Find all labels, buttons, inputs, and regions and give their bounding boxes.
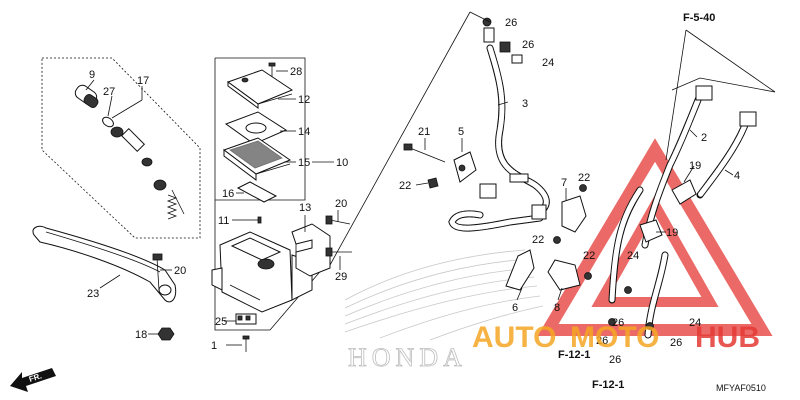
diaphragm-plate <box>224 111 288 145</box>
callout-5: 5 <box>458 126 464 138</box>
lever-pivot-bolt <box>152 253 163 291</box>
callout-24-right: 24 <box>689 317 701 329</box>
callout-26-second: 26 <box>522 39 534 51</box>
bolts-small <box>553 184 654 330</box>
watermark-word-moto: MOTO <box>570 321 659 354</box>
callout-26-bottom: 26 <box>609 354 621 366</box>
callout-22-upper: 22 <box>578 172 590 184</box>
callout-14: 14 <box>298 126 310 138</box>
callout-28: 28 <box>290 66 302 78</box>
callout-13: 13 <box>299 202 311 214</box>
callout-11: 11 <box>218 215 229 227</box>
brake-hose-4 <box>696 111 757 199</box>
callout-23: 20 <box>174 265 186 277</box>
reservoir-cap <box>226 69 294 109</box>
ref-f-5-40[interactable]: F-5-40 <box>683 12 715 24</box>
lever-pivot-nut <box>157 327 175 341</box>
brackets-6-8 <box>505 249 581 291</box>
callout-26-top: 26 <box>505 17 517 29</box>
watermark-text: AUTO MOTO HUB <box>472 321 760 354</box>
honda-wing-emblem <box>344 249 544 341</box>
watermark-word-hub: HUB <box>695 321 760 354</box>
ref-f-12-1-lower[interactable]: F-12-1 <box>592 379 624 391</box>
switch-screw <box>242 335 250 352</box>
holder-clamp <box>291 223 331 277</box>
callout-10: 10 <box>336 157 348 169</box>
brake-hose-2 <box>641 85 713 249</box>
hose-clamp-5 <box>453 151 477 183</box>
leader-lines <box>85 70 734 346</box>
small-screw <box>243 216 262 224</box>
callout-25: 18 <box>135 329 147 341</box>
callout-26-lower-left: 26 <box>596 335 608 347</box>
holder-bolts <box>325 215 352 257</box>
callout-24-middle: 24 <box>627 250 639 262</box>
callout-22-lower: 22 <box>583 250 595 262</box>
callout-8: 8 <box>554 302 560 314</box>
callout-9: 9 <box>89 69 95 81</box>
long-bolt-21 <box>403 143 446 163</box>
callout-22-middle: 22 <box>532 234 544 246</box>
callouts: 9 27 17 28 12 14 15 10 16 11 13 20 20 23… <box>87 17 740 366</box>
brake-hose-upper <box>448 44 550 232</box>
callout-22-left: 22 <box>399 180 411 192</box>
fr-label: FR. <box>28 371 43 384</box>
lower-hose-left <box>608 186 644 304</box>
callout-24-top: 24 <box>542 57 554 69</box>
callout-19-lower: 19 <box>666 227 678 239</box>
callout-12: 12 <box>298 94 310 106</box>
bolt-22a <box>427 177 439 189</box>
diaphragm <box>222 137 292 181</box>
seal-kit-frame <box>41 57 201 239</box>
callout-6: 6 <box>512 302 518 314</box>
callout-17: 17 <box>137 75 149 87</box>
callout-3: 3 <box>522 98 528 110</box>
callout-27: 27 <box>103 86 115 98</box>
callout-20-lower: 29 <box>335 271 347 283</box>
callout-26-lower-right: 26 <box>670 337 682 349</box>
diagram-code: MFYAF0510 <box>716 383 766 393</box>
float-plate <box>236 181 278 203</box>
piston-assembly <box>110 126 167 191</box>
callout-7: 7 <box>561 177 567 189</box>
callout-4: 4 <box>734 170 740 182</box>
hose-fittings-top <box>482 17 523 64</box>
honda-wordmark: HONDA <box>348 343 467 372</box>
piston-boot <box>74 84 99 108</box>
callout-29: 1 <box>211 340 217 352</box>
callout-19-upper: 19 <box>689 160 701 172</box>
brake-lever <box>32 225 177 303</box>
callout-21: 21 <box>418 126 430 138</box>
hose-clamps-19 <box>639 179 697 243</box>
watermark-word-auto: AUTO <box>472 321 556 354</box>
snap-ring <box>102 116 114 128</box>
callout-20-upper: 20 <box>335 198 347 210</box>
ref-lines <box>329 11 776 266</box>
front-direction-arrow: FR. <box>10 368 56 392</box>
callout-16: 16 <box>222 188 234 200</box>
bracket-7 <box>561 195 587 233</box>
callout-26-middle: 26 <box>612 317 624 329</box>
piston-spring <box>166 189 185 220</box>
callout-15: 15 <box>298 157 310 169</box>
callout-1: 25 <box>215 316 227 328</box>
callout-18: 23 <box>87 288 99 300</box>
hose-junction <box>479 173 547 220</box>
callout-2: 2 <box>701 132 707 144</box>
brake-switch <box>235 313 257 325</box>
ref-f-12-1-upper[interactable]: F-12-1 <box>558 349 590 361</box>
